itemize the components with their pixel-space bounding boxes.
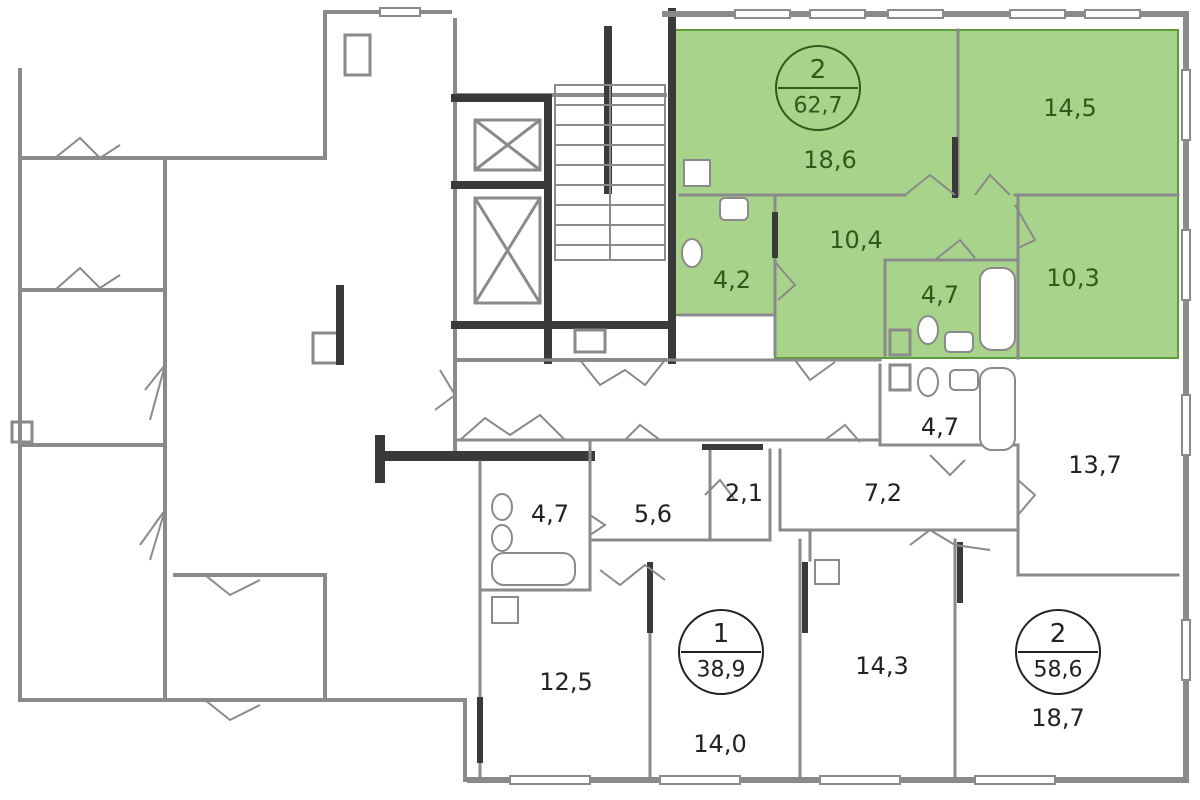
room-area-label: 14,0 <box>693 730 746 758</box>
badge-circle <box>1015 609 1101 695</box>
toilet <box>491 493 513 521</box>
bathtub <box>979 367 1016 451</box>
room-area-label: 4,2 <box>713 266 751 294</box>
room-area-label: 7,2 <box>864 479 902 507</box>
badge-circle <box>775 45 861 131</box>
room-area-label: 14,5 <box>1043 94 1096 122</box>
fixtures <box>491 159 1016 624</box>
apartment-badge: 138,9 <box>678 609 764 695</box>
sink <box>944 331 974 353</box>
toilet <box>681 238 703 268</box>
doors <box>54 136 1037 722</box>
room-area-label: 12,5 <box>539 668 592 696</box>
room-labels: 18,6 14,5 10,4 10,3 4,2 4,7 4,7 13,7 7,2 2,1 5,6 4,… <box>531 94 1122 758</box>
room-area-label: 18,6 <box>803 146 856 174</box>
room-area-label: 10,3 <box>1046 264 1099 292</box>
sink <box>491 596 519 624</box>
elevator-shafts <box>473 118 542 305</box>
room-area-label: 2,1 <box>725 479 763 507</box>
bathtub <box>979 267 1016 351</box>
bathtub <box>491 552 576 586</box>
apartment-total-area: 38,9 <box>697 658 746 683</box>
toilet <box>917 315 939 345</box>
windows <box>379 7 1191 785</box>
room-area-label: 4,7 <box>921 281 959 309</box>
toilet <box>491 524 513 552</box>
room-area-label: 5,6 <box>634 500 672 528</box>
apartment-badge: 262,7 <box>775 45 861 131</box>
toilet <box>917 367 939 397</box>
sink <box>814 559 840 585</box>
badge-circle <box>678 609 764 695</box>
apartment-total-area: 58,6 <box>1034 658 1083 683</box>
apartment-badge: 258,6 <box>1015 609 1101 695</box>
apartment-total-area: 62,7 <box>794 94 843 119</box>
room-area-label: 18,7 <box>1031 704 1084 732</box>
sink <box>949 369 979 391</box>
room-area-label: 4,7 <box>921 413 959 441</box>
apartment-room-count: 2 <box>1050 619 1067 649</box>
sink <box>683 159 711 187</box>
room-area-label: 10,4 <box>829 226 882 254</box>
room-area-label: 13,7 <box>1068 451 1121 479</box>
sink <box>719 197 749 221</box>
room-area-label: 14,3 <box>855 652 908 680</box>
staircase <box>554 84 666 261</box>
room-area-label: 4,7 <box>531 500 569 528</box>
apartment-room-count: 2 <box>810 55 827 85</box>
apartment-room-count: 1 <box>713 619 730 649</box>
